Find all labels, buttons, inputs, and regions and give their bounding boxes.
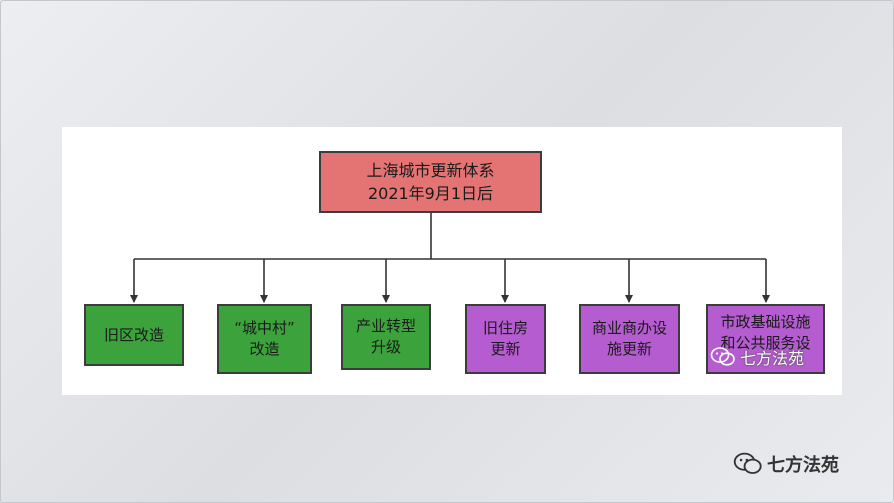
child-2-line-2: 改造 xyxy=(249,340,280,358)
child-node-6: 市政基础设施 和公共服务设 xyxy=(706,304,825,374)
child-6-line-1: 市政基础设施 xyxy=(720,313,811,331)
child-node-1: 旧区改造 xyxy=(84,304,184,366)
child-1-line-1: 旧区改造 xyxy=(103,325,164,344)
child-6-line-2: 和公共服务设 xyxy=(720,334,811,352)
child-3-line-1: 产业转型 xyxy=(355,317,416,335)
child-node-3: 产业转型 升级 xyxy=(341,304,431,370)
child-4-line-1: 旧住房 xyxy=(482,319,528,337)
child-node-2: “城中村” 改造 xyxy=(217,304,312,374)
child-5-line-1: 商业商办设 xyxy=(591,319,667,337)
watermark-outer: 七方法苑 xyxy=(733,449,839,479)
wechat-icon xyxy=(710,347,735,366)
child-5-line-2: 施更新 xyxy=(606,340,652,358)
child-4-line-2: 更新 xyxy=(490,340,521,358)
watermark-outer-text: 七方法苑 xyxy=(767,455,839,476)
child-3-line-2: 升级 xyxy=(370,338,401,356)
watermark-inner: 七方法苑 xyxy=(710,344,804,370)
root-line-1: 上海城市更新体系 xyxy=(366,161,495,180)
root-node: 上海城市更新体系 2021年9月1日后 xyxy=(319,151,542,213)
child-node-5: 商业商办设 施更新 xyxy=(579,304,680,374)
child-2-line-1: “城中村” xyxy=(234,319,295,337)
watermark-inner-text: 七方法苑 xyxy=(740,349,805,368)
child-node-4: 旧住房 更新 xyxy=(465,304,546,374)
root-line-2: 2021年9月1日后 xyxy=(367,184,494,203)
wechat-icon xyxy=(733,452,762,474)
